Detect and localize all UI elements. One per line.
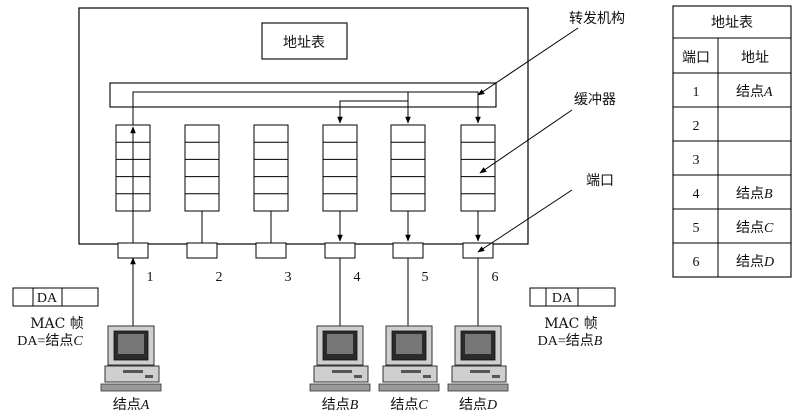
mac-frame-left-da-prefix: DA= [17, 334, 45, 349]
port-number-4: 4 [354, 270, 361, 285]
address-table-header-addr: 地址 [741, 50, 769, 66]
mac-frame-right-da-prefix: DA= [538, 334, 566, 349]
table-row-port: 1 [693, 85, 700, 100]
table-row-address: 结点B [736, 186, 773, 202]
mac-frame-left-title: MAC 帧 [30, 316, 84, 332]
switch-box [78, 7, 529, 245]
mac-frame-left-da: DA=结点C [17, 333, 83, 349]
table-row-address: 结点D [736, 254, 774, 270]
computer-icon-a [100, 325, 162, 392]
port-2 [186, 211, 218, 259]
port-number-1: 1 [147, 270, 154, 285]
mac-frame-right-da-value: 结点 [566, 333, 594, 349]
node-label-b: 结点B [322, 397, 359, 413]
computers [100, 325, 509, 392]
port-6 [462, 211, 494, 259]
port-5 [392, 211, 424, 259]
address-table-title: 地址表 [711, 15, 753, 31]
table-row-port: 3 [693, 153, 700, 168]
mac-frame-right-field: DA [552, 291, 573, 306]
node-label-a: 结点A [113, 397, 150, 413]
port-3 [255, 211, 287, 259]
table-row-port: 4 [693, 187, 700, 202]
buffer-4 [322, 124, 358, 212]
switch-address-table-label: 地址表 [283, 35, 325, 51]
buffer-6 [460, 124, 496, 212]
computer-icon-d [447, 325, 509, 392]
table-row-port: 5 [693, 221, 700, 236]
cables [130, 257, 479, 326]
table-row-port: 2 [693, 119, 700, 134]
callout-buffer: 缓冲器 [574, 92, 616, 108]
table-row-address: 结点A [736, 84, 773, 100]
buffers: 1 2 3 4 5 6 [115, 124, 499, 285]
buffer-2 [184, 124, 220, 212]
node-label-c: 结点C [390, 397, 428, 413]
address-table: 地址表 端口 地址 1 结点A 2 3 4 结点B 5 结点C 6 结点D [672, 5, 792, 278]
callout-leaders [477, 27, 579, 253]
port-1 [117, 126, 149, 259]
table-row-address: 结点C [736, 220, 774, 236]
mac-frame-left: DA MAC 帧 DA=结点C [12, 287, 99, 349]
buffer-3 [253, 124, 289, 212]
buffer-5 [390, 124, 426, 212]
mac-frame-left-da-value: 结点 [45, 333, 73, 349]
computer-icon-b [309, 325, 371, 392]
forwarding-mechanism [109, 82, 497, 125]
port-4 [324, 211, 356, 259]
switch-address-table: 地址表 [261, 22, 348, 60]
computer-icon-c [378, 325, 440, 392]
mac-frame-right-da: DA=结点B [538, 333, 603, 349]
node-label-d: 结点D [459, 397, 497, 413]
mac-frame-right: DA MAC 帧 DA=结点B [529, 287, 616, 349]
mac-frame-left-da-node: C [73, 334, 83, 349]
mac-frame-left-field: DA [37, 291, 58, 306]
address-table-header-port: 端口 [682, 50, 710, 66]
callout-forwarding: 转发机构 [569, 11, 625, 27]
callout-port: 端口 [586, 173, 614, 189]
mac-frame-right-title: MAC 帧 [544, 316, 598, 332]
port-number-3: 3 [285, 270, 292, 285]
mac-frame-right-da-node: B [594, 334, 603, 349]
port-number-5: 5 [422, 270, 429, 285]
table-row-port: 6 [693, 255, 700, 270]
port-number-2: 2 [216, 270, 223, 285]
port-number-6: 6 [492, 270, 499, 285]
